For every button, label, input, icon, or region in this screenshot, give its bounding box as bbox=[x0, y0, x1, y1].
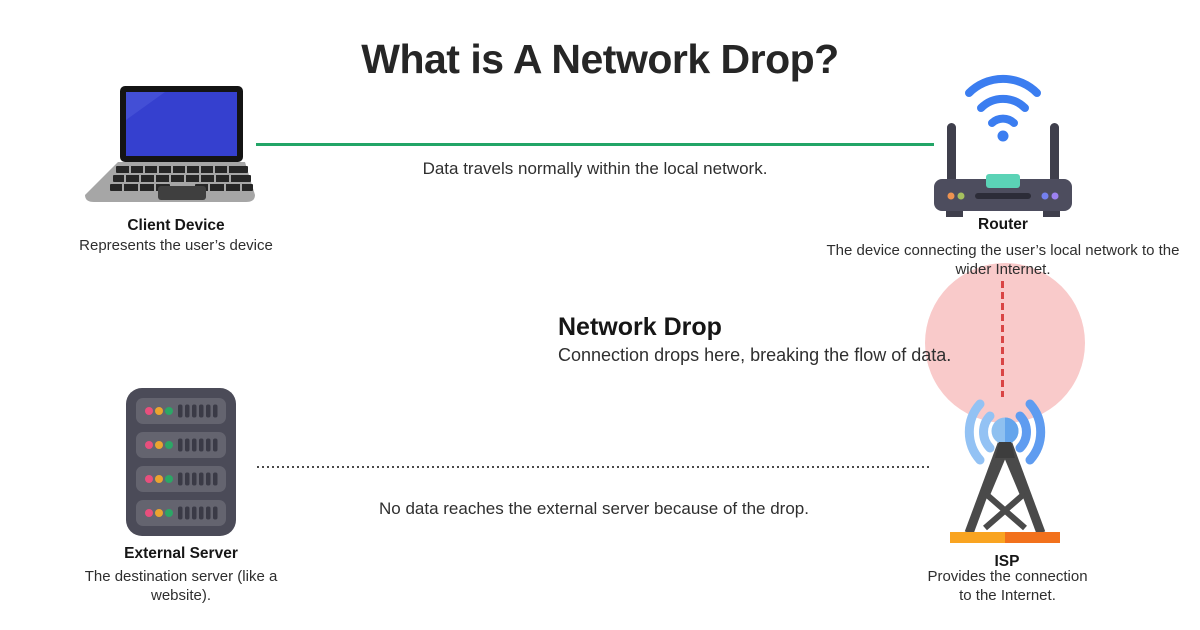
network-drop-heading: Network Drop bbox=[558, 313, 722, 341]
router-label: Router bbox=[978, 216, 1028, 233]
router-caption: The device connecting the user’s local n… bbox=[826, 242, 1180, 278]
external-connection-caption: No data reaches the external server beca… bbox=[379, 499, 809, 518]
radio-tower-icon bbox=[940, 398, 1070, 548]
local-connection-caption: Data travels normally within the local n… bbox=[422, 159, 768, 178]
external-server-label: External Server bbox=[124, 545, 238, 562]
network-drop-circle bbox=[925, 263, 1085, 423]
external-connection-line bbox=[257, 466, 931, 468]
drop-dashed-line bbox=[1001, 281, 1004, 397]
isp-label: ISP bbox=[994, 553, 1020, 570]
server-rack-icon bbox=[126, 388, 236, 536]
isp-caption: Provides the connection to the Internet. bbox=[927, 568, 1088, 604]
wifi-icon bbox=[965, 74, 1041, 127]
client-device-label: Client Device bbox=[127, 217, 225, 234]
local-connection-line bbox=[256, 143, 934, 146]
laptop-icon bbox=[85, 86, 255, 206]
router-icon bbox=[928, 70, 1078, 218]
page-title: What is A Network Drop? bbox=[361, 36, 839, 82]
client-device-caption: Represents the user’s device bbox=[79, 237, 273, 254]
network-drop-caption: Connection drops here, breaking the flow… bbox=[558, 345, 952, 365]
external-server-caption: The destination server (like a website). bbox=[84, 568, 278, 604]
